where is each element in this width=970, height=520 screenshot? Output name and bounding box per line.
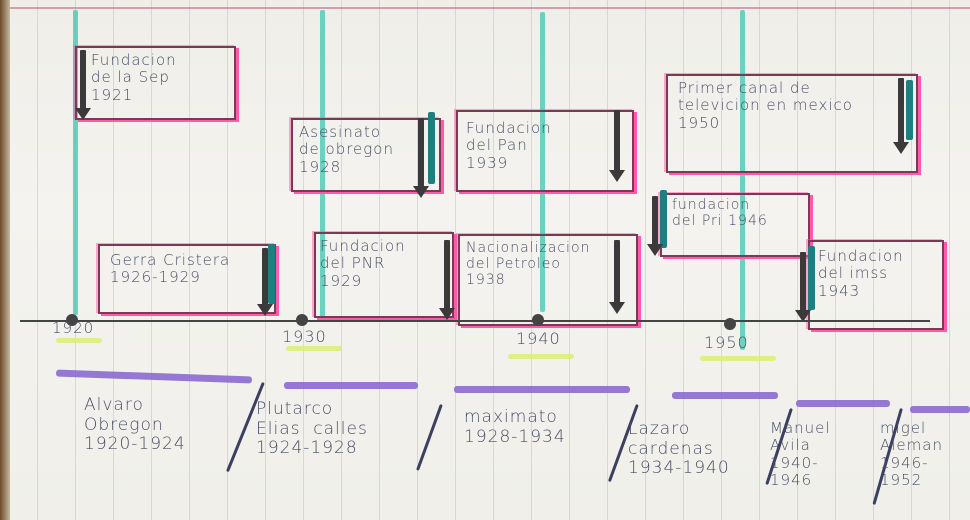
period-bar	[454, 386, 630, 393]
period-bar	[284, 382, 418, 389]
president-text: migel Aleman 1946- 1952	[880, 419, 943, 489]
president-text: Manuel Avila 1940- 1946	[770, 419, 831, 489]
timeline-marker	[73, 10, 78, 315]
event-box: Fundacion del imss 1943	[808, 240, 944, 330]
event-box: Fundacion del Pan 1939	[456, 110, 634, 192]
timeline-dot	[724, 318, 736, 330]
timeline-dot	[296, 314, 308, 326]
timeline-dot	[532, 314, 544, 326]
axis-label: 1920	[52, 319, 95, 337]
table-edge	[0, 0, 10, 520]
event-box: Gerra Cristera 1926-1929	[98, 244, 276, 314]
event-box: Nacionalizacion del Petroleo 1938	[458, 234, 638, 326]
teal-bar	[906, 80, 913, 140]
teal-bar	[428, 112, 435, 184]
arrow-icon	[609, 110, 625, 182]
event-box: Fundacion del PNR 1929	[314, 232, 454, 318]
event-box: fundacion del Pri 1946	[660, 193, 810, 257]
event-text: Fundacion del Pan 1939	[466, 119, 552, 172]
teal-bar	[808, 246, 815, 310]
event-box: Fundacion de la Sep 1921	[75, 46, 236, 120]
event-text: Fundacion del imss 1943	[818, 247, 904, 300]
divider-slash	[416, 404, 443, 471]
president-text: maximato 1928-1934	[464, 407, 566, 447]
arrow-icon	[893, 78, 909, 154]
axis-label: 1940	[516, 329, 561, 348]
event-box: Primer canal de televicion en mexico 195…	[666, 74, 918, 173]
president-text: Lazaro cardenas 1934-1940	[628, 419, 730, 479]
arrow-icon	[75, 50, 91, 120]
axis-label: 1930	[282, 327, 327, 346]
arrow-icon	[795, 252, 811, 322]
year-highlight	[56, 338, 102, 343]
year-highlight	[508, 354, 574, 359]
event-text: Primer canal de televicion en mexico 195…	[678, 79, 853, 132]
arrow-icon	[439, 240, 455, 320]
timeline-marker	[540, 12, 545, 312]
arrow-icon	[609, 240, 625, 314]
event-text: Fundacion del PNR 1929	[320, 237, 406, 290]
period-bar	[910, 406, 970, 413]
teal-bar	[268, 244, 275, 304]
teal-bar	[660, 190, 667, 248]
event-box: Asesinato de obregon 1928	[291, 118, 441, 192]
year-highlight	[700, 356, 776, 361]
period-bar	[796, 400, 890, 407]
arrow-icon	[257, 248, 273, 316]
year-highlight	[286, 346, 342, 351]
event-text: Fundacion de la Sep 1921	[91, 51, 177, 104]
arrow-icon	[413, 118, 429, 198]
president-text: Plutarco Elias calles 1924-1928	[256, 399, 368, 459]
event-text: Nacionalizacion del Petroleo 1938	[466, 240, 591, 289]
top-margin-line	[10, 7, 970, 9]
event-text: fundacion del Pri 1946	[672, 197, 768, 230]
period-bar	[55, 369, 253, 384]
timeline-marker	[740, 10, 745, 350]
timeline-dot	[66, 314, 78, 326]
timeline-axis	[20, 320, 930, 322]
event-text: Asesinato de obregon 1928	[299, 123, 394, 176]
arrow-icon	[647, 196, 663, 256]
event-text: Gerra Cristera 1926-1929	[110, 251, 231, 287]
axis-label: 1950	[704, 333, 749, 352]
period-bar	[672, 392, 778, 399]
timeline-marker	[320, 10, 325, 320]
president-text: Alvaro Obregon 1920-1924	[84, 395, 186, 455]
